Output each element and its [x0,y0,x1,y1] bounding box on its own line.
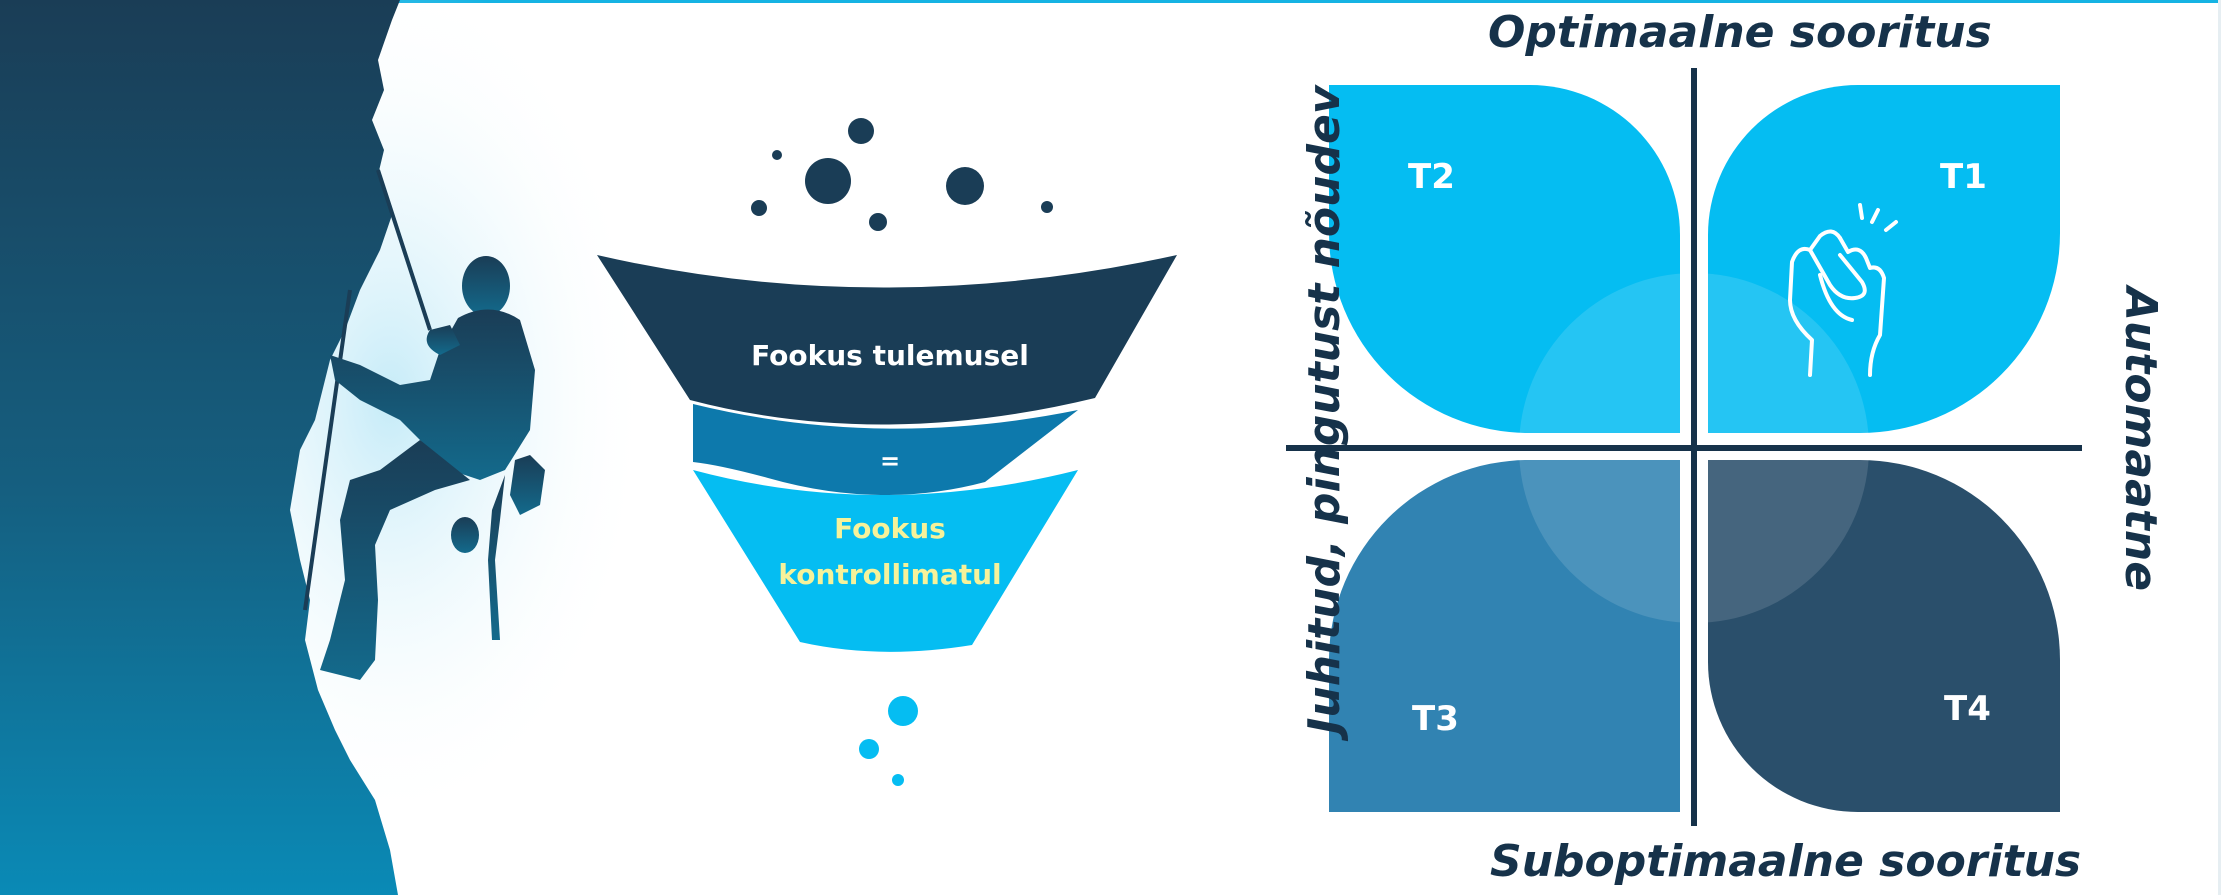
rock-cliff-silhouette [0,0,400,895]
funnel-middle-section [693,404,1078,496]
quadrant-t3-label: T3 [1412,699,1459,739]
funnel-bottom-text-line2: kontrollimatul [778,558,1002,591]
funnel-bottom-text-line1: Fookus [834,512,946,545]
right-border [2218,0,2221,895]
bubbles-top [751,118,1053,231]
quadrant-t1-shape [1708,85,2060,433]
quadrant-t3-shape [1329,459,1680,812]
finger-snap-icon [1788,203,1898,377]
quadrant-t1-label: T1 [1940,157,1987,197]
quadrant-t2-label: T2 [1408,157,1455,197]
funnel-top-section [597,255,1177,425]
bottom-axis-label: Suboptimaalne sooritus [1490,836,2082,887]
climbing-rope [376,169,432,331]
climbing-rope-lower [303,289,352,611]
rock-climber-figure [320,256,545,680]
left-axis-label: Juhitud, pingutust nõudev [1299,85,1350,734]
quadrant-t4-shape [1708,460,2060,812]
funnel-top-text: Fookus tulemusel [751,339,1029,372]
top-axis-label: Optimaalne sooritus [1488,7,1992,58]
quadrant-t2-shape [1329,85,1680,433]
quadrant-t4-label: T4 [1944,689,1991,729]
top-accent-line [0,0,2221,3]
funnel-middle-text: = [879,447,901,475]
bubbles-bottom [859,696,918,786]
funnel-bottom-section [693,470,1078,652]
right-axis-label: Automaatne [2115,287,2166,592]
